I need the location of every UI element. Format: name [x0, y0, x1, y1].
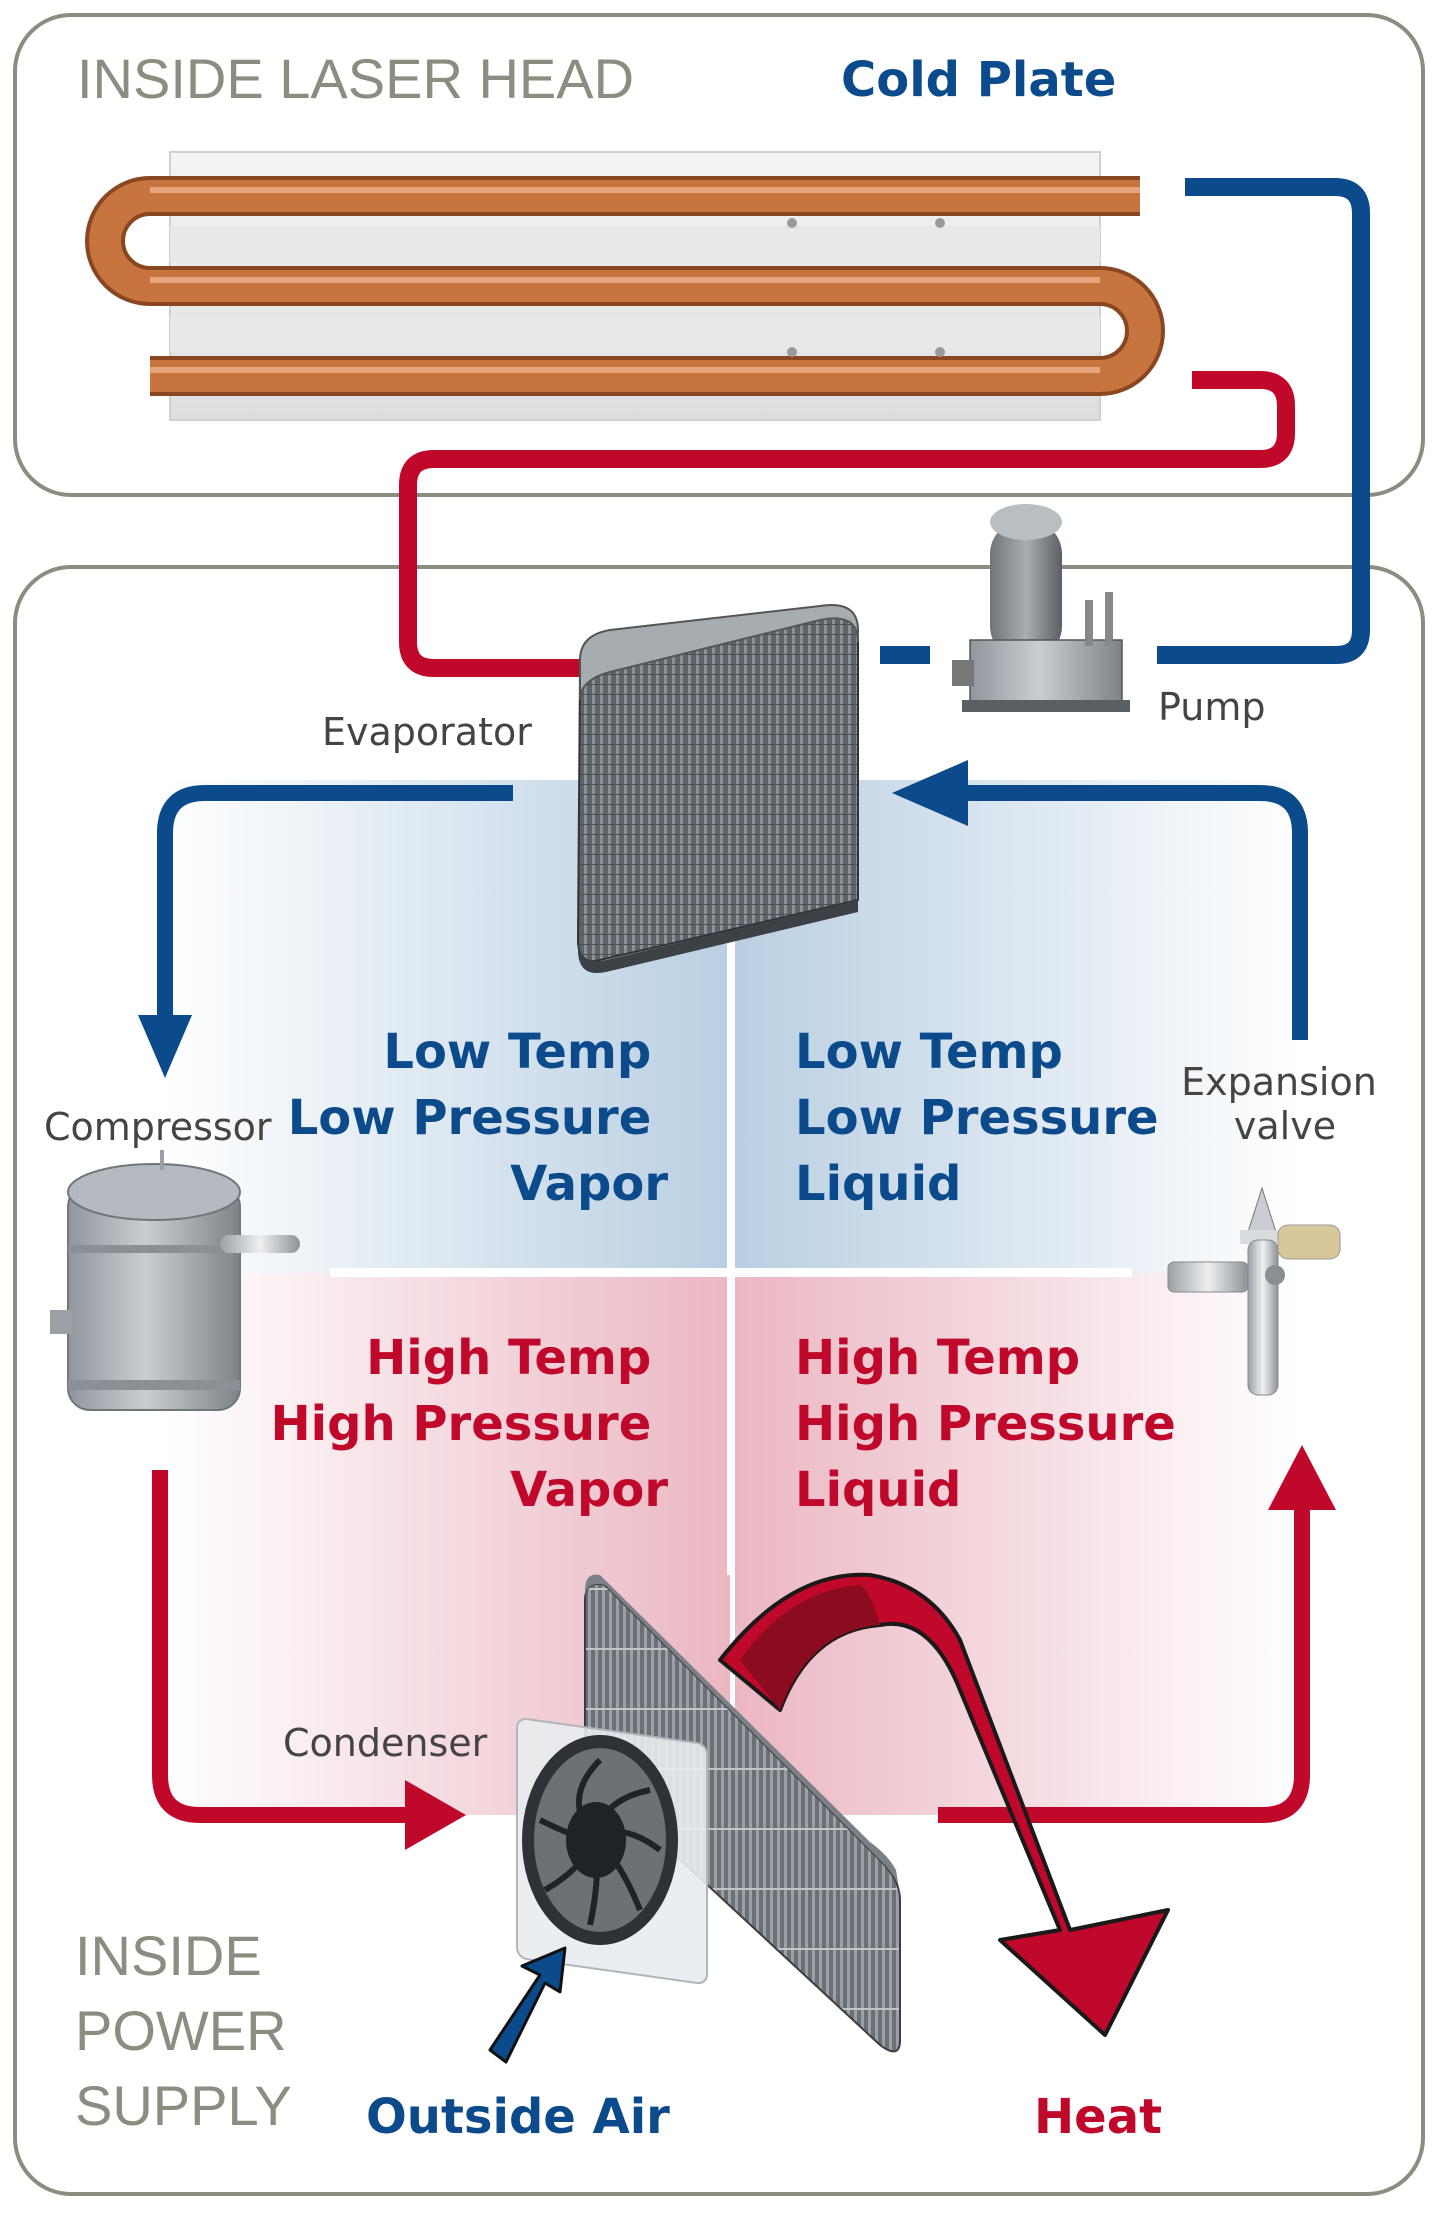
label-heat: Heat [1034, 2089, 1162, 2145]
arrow-left-to-evaporator-icon [892, 760, 968, 826]
zone-title-line: SUPPLY [75, 2074, 292, 2137]
label-cold-plate: Cold Plate [841, 52, 1116, 108]
refrigerant-line-evaporator-to-compressor [157, 785, 513, 1030]
state-line: Vapor [510, 1156, 668, 1212]
zone-title-power-supply: INSIDE POWER SUPPLY [75, 1924, 302, 2137]
state-high-temp-high-pressure-liquid: High Temp High Pressure Liquid [795, 1330, 1193, 1518]
fan-image [516, 1717, 708, 1985]
refrigerant-line-compressor-to-condenser [152, 1470, 420, 1823]
state-line: Low Pressure [795, 1090, 1159, 1146]
state-line: High Temp [795, 1330, 1080, 1386]
state-line: Low Temp [383, 1024, 651, 1080]
coolant-supply-line-blue [1157, 178, 1370, 664]
zone-title-line: INSIDE [75, 1924, 262, 1987]
label-pump: Pump [1158, 685, 1265, 729]
state-line: High Pressure [270, 1396, 651, 1452]
state-line: High Pressure [795, 1396, 1176, 1452]
zone-title-laser-head: INSIDE LASER HEAD [77, 47, 634, 110]
state-line: Vapor [510, 1462, 668, 1518]
label-expansion-valve-line2: valve [1234, 1104, 1336, 1148]
state-line: Liquid [795, 1462, 961, 1518]
power-supply-zone-frame [13, 565, 1425, 2196]
label-condenser: Condenser [283, 1721, 488, 1765]
heat-arrow-icon [718, 1572, 1170, 2037]
label-outside-air: Outside Air [366, 2089, 670, 2145]
quadrant-divider-vertical [727, 935, 735, 1575]
quadrant-high-liquid [735, 1273, 1300, 1815]
label-evaporator: Evaporator [322, 710, 532, 754]
refrigerant-line-valve-to-evaporator [950, 785, 1308, 1040]
cold-plate-image [85, 151, 1165, 421]
arrow-right-to-condenser-icon [405, 1780, 466, 1850]
state-quadrants [165, 780, 1300, 1815]
quadrant-divider-horizontal [330, 1268, 1132, 1277]
expansion-valve-image [1167, 1186, 1341, 1396]
label-expansion-valve: Expansion valve [1181, 1060, 1389, 1148]
zone-title-line: POWER [75, 1999, 287, 2062]
state-line: High Temp [366, 1330, 651, 1386]
state-high-temp-high-pressure-vapor: High Temp High Pressure Vapor [270, 1330, 668, 1518]
state-low-temp-low-pressure-liquid: Low Temp Low Pressure Liquid [795, 1024, 1175, 1212]
state-line: Low Pressure [288, 1090, 652, 1146]
outside-air-arrow-icon [488, 1946, 567, 2064]
state-low-temp-low-pressure-vapor: Low Temp Low Pressure Vapor [288, 1024, 669, 1212]
coolant-return-line-red [399, 371, 1295, 677]
state-line: Low Temp [795, 1024, 1063, 1080]
refrigerant-line-condenser-to-valve [938, 1500, 1310, 1823]
label-compressor: Compressor [44, 1105, 272, 1149]
state-line: Liquid [795, 1156, 961, 1212]
pump-image [952, 504, 1130, 712]
arrow-up-to-valve-icon [1268, 1445, 1336, 1510]
laser-head-zone-frame [13, 13, 1425, 497]
compressor-image [50, 1150, 300, 1411]
label-expansion-valve-line1: Expansion [1181, 1060, 1377, 1104]
arrow-down-to-compressor-icon [138, 1015, 192, 1078]
evaporator-image [576, 604, 859, 974]
